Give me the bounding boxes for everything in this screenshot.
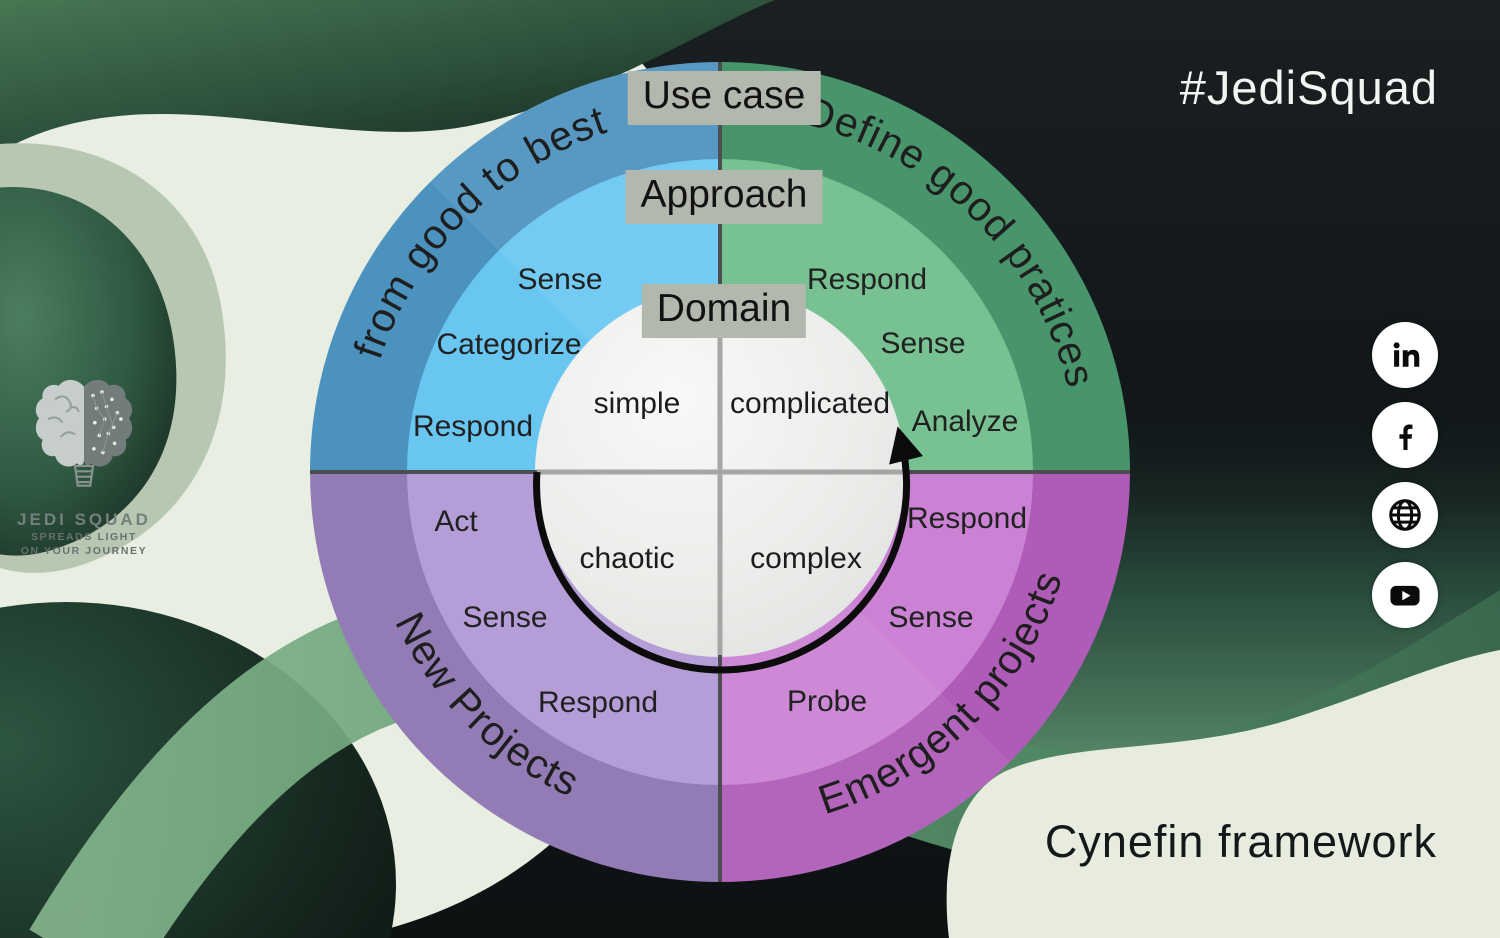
jedi-squad-logo: JEDI SQUAD SPREADS LIGHT ON YOUR JOURNEY bbox=[17, 372, 151, 558]
approach-word: Sense bbox=[880, 327, 965, 360]
domain-word-complex: complex bbox=[750, 542, 862, 575]
legend-approach: Approach bbox=[625, 170, 823, 224]
brain-folds bbox=[47, 395, 80, 438]
cycle-arrow bbox=[533, 426, 924, 674]
domain-word-simple: simple bbox=[594, 387, 681, 420]
brand-hashtag: #JediSquad bbox=[1179, 61, 1438, 114]
logo-tagline-line2: ON YOUR JOURNEY bbox=[20, 545, 148, 558]
approach-word: Respond bbox=[907, 502, 1027, 535]
facebook-button[interactable] bbox=[1372, 402, 1438, 468]
approach-word: Probe bbox=[787, 685, 867, 718]
approach-word: Sense bbox=[462, 601, 547, 634]
cream-field-bottom-right bbox=[946, 650, 1500, 938]
youtube-icon bbox=[1390, 585, 1420, 606]
facebook-icon bbox=[1399, 424, 1413, 451]
youtube-button[interactable] bbox=[1372, 562, 1438, 628]
brain-left-half bbox=[35, 379, 84, 467]
legend-use-case: Use case bbox=[627, 71, 821, 125]
approach-word: Sense bbox=[517, 263, 602, 296]
website-button[interactable] bbox=[1372, 482, 1438, 548]
approach-word: Analyze bbox=[912, 405, 1019, 438]
approach-word: Act bbox=[434, 505, 478, 538]
linkedin-button[interactable] bbox=[1372, 322, 1438, 388]
approach-word: Sense bbox=[888, 601, 973, 634]
social-links bbox=[1372, 322, 1438, 628]
linkedin-icon bbox=[1393, 342, 1420, 367]
domain-word-complicated: complicated bbox=[730, 387, 890, 420]
brain-bulb-icon bbox=[35, 379, 133, 487]
legend-domain: Domain bbox=[641, 284, 807, 338]
poster-title: Cynefin framework bbox=[1044, 816, 1437, 867]
brain-circuit-lines bbox=[92, 391, 118, 453]
domain-word-chaotic: chaotic bbox=[579, 542, 674, 575]
bulb-base bbox=[73, 464, 95, 487]
brain-right-half bbox=[84, 379, 133, 467]
logo-name: JEDI SQUAD bbox=[17, 510, 151, 529]
dark-green-blob-left bbox=[0, 187, 177, 556]
approach-word: Respond bbox=[413, 410, 533, 443]
approach-word: Categorize bbox=[436, 328, 581, 361]
logo-tagline-line1: SPREADS LIGHT bbox=[31, 531, 137, 543]
approach-word: Respond bbox=[807, 263, 927, 296]
globe-icon bbox=[1389, 499, 1421, 531]
top-left-green-band bbox=[0, 0, 775, 152]
approach-word: Respond bbox=[538, 686, 658, 719]
